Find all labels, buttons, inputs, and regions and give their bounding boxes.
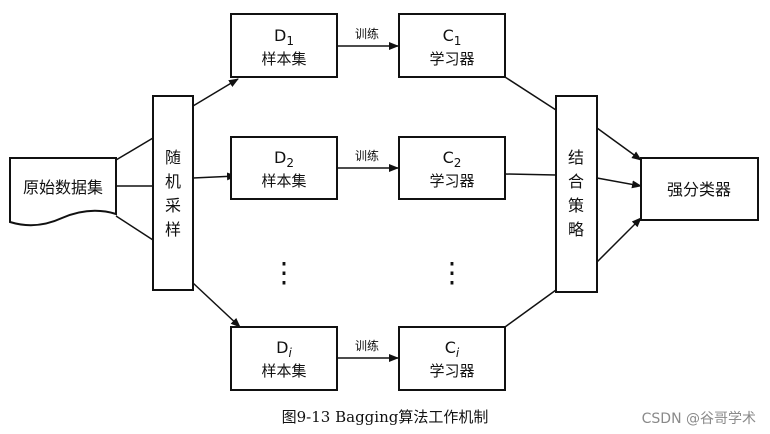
strong-classifier-box (640, 157, 759, 221)
combine-to-output-top (596, 127, 642, 161)
sample-set-1-box (230, 13, 338, 78)
combine-to-output-bottom (596, 217, 642, 263)
learner-i-box (398, 326, 506, 391)
sample-set-i-name: Di (276, 338, 292, 360)
sampling-char-4: 样 (165, 220, 181, 239)
source-to-sampling-top (115, 137, 154, 161)
train-label-1: 训练 (355, 26, 379, 41)
sampling-char-3: 采 (165, 196, 181, 215)
learner-i-to-combine (504, 289, 557, 328)
sample-set-i-box (230, 326, 338, 391)
strong-classifier-label: 强分类器 (667, 180, 731, 199)
learner-i-name: Ci (445, 338, 460, 360)
source-dataset-label: 原始数据集 (23, 178, 103, 197)
sample-set-i-label: 样本集 (261, 362, 306, 380)
source-to-sampling-bottom (115, 215, 154, 241)
sampling-to-d2-arrow (192, 172, 237, 181)
learner-2-name: C2 (443, 148, 462, 170)
combine-char-1: 结 (568, 148, 584, 167)
sampling-char-2: 机 (165, 172, 181, 191)
source-dataset-box (9, 157, 117, 227)
combine-char-3: 策 (568, 196, 584, 215)
sampling-to-d1-arrow (192, 78, 239, 107)
sample-ellipsis: ⋮ (270, 256, 298, 289)
learner-ellipsis: ⋮ (438, 256, 466, 289)
sample-set-2-name: D2 (274, 148, 294, 170)
combine-char-4: 略 (568, 220, 584, 239)
train-label-3: 训练 (355, 338, 379, 353)
learner-2-box (398, 136, 506, 200)
learner-2-label: 学习器 (429, 172, 474, 190)
learner-1-label: 学习器 (429, 50, 474, 68)
random-sampling-box (152, 95, 194, 291)
learner-1-name: C1 (443, 26, 462, 48)
figure-caption: 图9-13 Bagging算法工作机制 (281, 408, 489, 426)
sample-set-2-label: 样本集 (261, 172, 306, 190)
sample-set-1-label: 样本集 (261, 50, 306, 68)
sample-set-1-name: D1 (274, 26, 294, 48)
combination-strategy-box (555, 95, 598, 293)
train-label-2: 训练 (355, 148, 379, 163)
learner-1-to-combine (504, 76, 557, 111)
sampling-to-di-arrow (192, 282, 241, 328)
learner-1-box (398, 13, 506, 78)
learner-i-label: 学习器 (429, 362, 474, 380)
combine-char-2: 合 (568, 172, 584, 191)
learner-2-to-combine (504, 173, 557, 176)
watermark: CSDN @谷哥学术 (641, 411, 756, 427)
combine-to-output-mid (596, 177, 642, 189)
sampling-char-1: 随 (165, 148, 181, 167)
